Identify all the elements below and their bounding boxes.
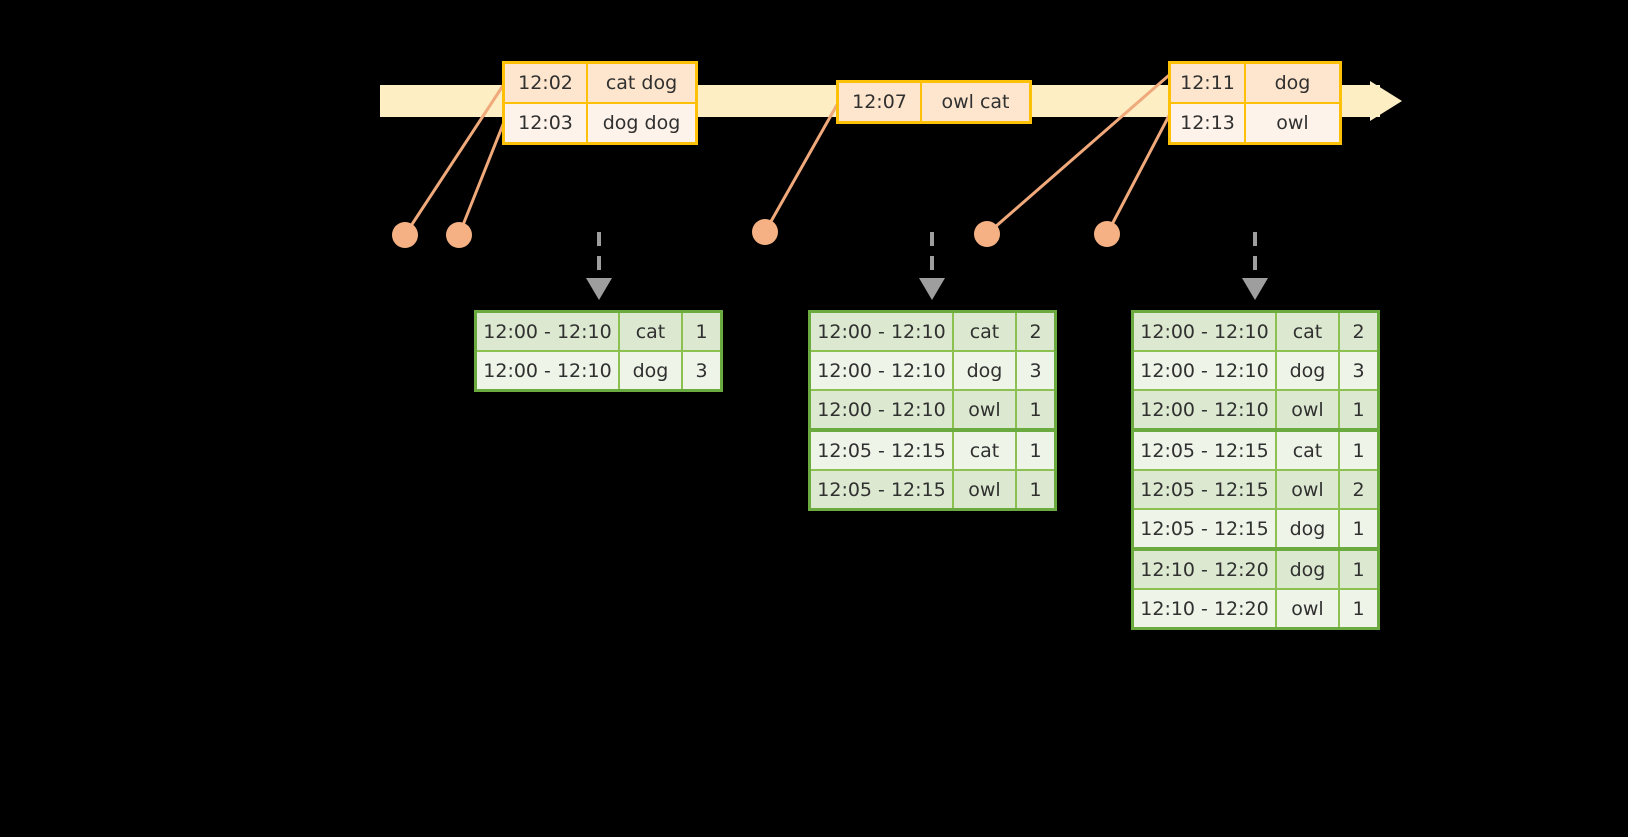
connector-line-2	[457, 116, 508, 236]
timeline-arrow-icon	[1370, 81, 1402, 121]
key-cell: cat	[954, 432, 1017, 469]
event-group-2[interactable]: 12:07 owl cat	[836, 80, 1032, 124]
key-cell: owl	[954, 391, 1017, 428]
event-row[interactable]: 12:02 cat dog	[505, 64, 695, 102]
event-time: 12:03	[505, 104, 588, 142]
event-row[interactable]: 12:13 owl	[1171, 102, 1339, 142]
event-text: owl cat	[941, 91, 1010, 113]
dashed-arrow-3-head-icon	[1242, 278, 1268, 300]
count-cell: 1	[1352, 517, 1365, 540]
key-cell: owl	[1277, 391, 1340, 428]
window-cell: 12:10 - 12:20	[1134, 590, 1277, 627]
event-row[interactable]: 12:11 dog	[1171, 64, 1339, 102]
window-cell: 12:00 - 12:10	[1134, 391, 1277, 428]
dashed-arrow-2-head-icon	[919, 278, 945, 300]
count-cell: 1	[1029, 398, 1042, 421]
event-row[interactable]: 12:03 dog dog	[505, 102, 695, 142]
window-cell: 12:05 - 12:15	[1134, 432, 1277, 469]
event-time: 12:07	[839, 83, 922, 121]
window-cell: 12:00 - 12:10	[477, 313, 620, 350]
window-cell: 12:00 - 12:10	[811, 391, 954, 428]
dashed-arrows	[586, 232, 1268, 300]
count-cell: 1	[1352, 439, 1365, 462]
key-cell: dog	[954, 352, 1017, 389]
event-text: cat dog	[605, 72, 678, 94]
key-cell: cat	[1277, 432, 1340, 469]
window-cell: 12:00 - 12:10	[811, 352, 954, 389]
event-group-3[interactable]: 12:11 dog 12:13 owl	[1168, 61, 1342, 145]
event-time: 12:02	[505, 64, 588, 102]
event-text: dog dog	[602, 112, 681, 134]
window-cell: 12:00 - 12:10	[1134, 313, 1277, 350]
connector-dot-4	[974, 221, 1000, 247]
count-cell: 2	[1029, 320, 1042, 343]
window-cell: 12:00 - 12:10	[477, 352, 620, 389]
count-cell: 1	[1029, 478, 1042, 501]
dashed-arrow-1-head-icon	[586, 278, 612, 300]
connector-dot-2	[446, 222, 472, 248]
count-cell: 3	[695, 359, 708, 382]
key-cell: owl	[1277, 471, 1340, 508]
key-cell: owl	[1277, 590, 1340, 627]
key-cell: cat	[620, 313, 683, 350]
event-text: owl	[1276, 112, 1309, 134]
count-cell: 3	[1029, 359, 1042, 382]
key-cell: cat	[1277, 313, 1340, 350]
count-cell: 1	[1352, 597, 1365, 620]
key-cell: dog	[1277, 352, 1340, 389]
window-cell: 12:10 - 12:20	[1134, 551, 1277, 588]
count-cell: 2	[1352, 478, 1365, 501]
count-cell: 1	[1352, 398, 1365, 421]
key-cell: dog	[1277, 551, 1340, 588]
connector-dot-5	[1094, 221, 1120, 247]
event-time: 12:13	[1171, 104, 1246, 142]
window-cell: 12:05 - 12:15	[1134, 510, 1277, 547]
window-cell: 12:05 - 12:15	[811, 471, 954, 508]
connector-line-5	[1105, 109, 1174, 235]
count-cell: 2	[1352, 320, 1365, 343]
window-cell: 12:00 - 12:10	[1134, 352, 1277, 389]
event-text: dog	[1274, 72, 1311, 94]
count-cell: 1	[1352, 558, 1365, 581]
count-cell: 1	[1029, 439, 1042, 462]
event-time: 12:11	[1171, 64, 1246, 102]
connector-dot-3	[752, 219, 778, 245]
window-cell: 12:00 - 12:10	[811, 313, 954, 350]
window-cell: 12:05 - 12:15	[1134, 471, 1277, 508]
count-cell: 1	[695, 320, 708, 343]
key-cell: dog	[620, 352, 683, 389]
key-cell: owl	[954, 471, 1017, 508]
connector-dot-1	[392, 222, 418, 248]
count-cell: 3	[1352, 359, 1365, 382]
event-row[interactable]: 12:07 owl cat	[839, 83, 1029, 121]
key-cell: dog	[1277, 510, 1340, 547]
key-cell: cat	[954, 313, 1017, 350]
window-cell: 12:05 - 12:15	[811, 432, 954, 469]
event-group-1[interactable]: 12:02 cat dog 12:03 dog dog	[502, 61, 698, 145]
